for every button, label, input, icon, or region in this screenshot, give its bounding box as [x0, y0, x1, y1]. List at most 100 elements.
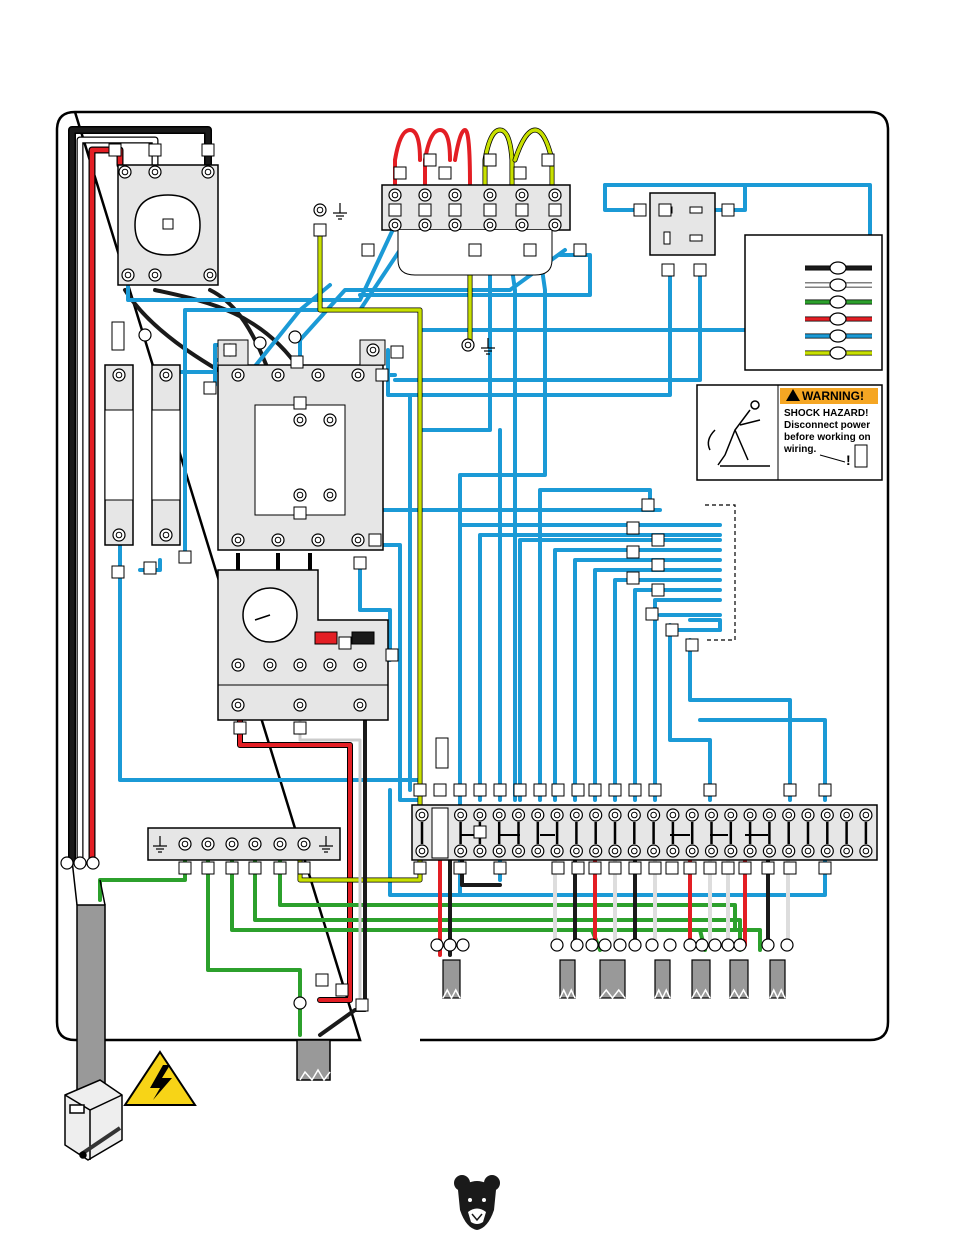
wire-tag	[819, 862, 831, 874]
wire-tag	[534, 784, 546, 796]
wire-tag	[659, 204, 671, 216]
terminal-screw-top	[551, 809, 563, 821]
wire-tag	[414, 862, 426, 874]
wire-tag	[394, 167, 406, 179]
wire-tag	[249, 862, 261, 874]
wire-tag	[386, 649, 398, 661]
wire-tag	[574, 244, 586, 256]
terminal-screw-top	[532, 809, 544, 821]
wire-tag	[646, 608, 658, 620]
wire-tag	[109, 144, 121, 156]
wire-tag	[316, 974, 328, 986]
wire-tag	[424, 154, 436, 166]
warning-line-4: wiring.	[783, 444, 816, 455]
terminal-screw-bottom	[474, 845, 486, 857]
wire-tag	[572, 862, 584, 874]
wire-tag	[179, 551, 191, 563]
wire-tag	[202, 144, 214, 156]
wire-end-marker	[444, 939, 456, 951]
terminal-screw-bottom	[648, 845, 660, 857]
cable-jacket	[443, 960, 460, 998]
wire-tag	[649, 862, 661, 874]
terminal-screw-top	[474, 809, 486, 821]
terminal-screw-top	[686, 809, 698, 821]
wire-tag	[514, 167, 526, 179]
wire-tag	[609, 862, 621, 874]
terminal-screw-top	[416, 809, 428, 821]
terminal-screw-bottom	[551, 845, 563, 857]
terminal-screw-top	[783, 809, 795, 821]
overload-stop-black	[352, 632, 374, 644]
terminal-screw-top	[648, 809, 660, 821]
terminal-screw-top	[570, 809, 582, 821]
fuse-block-1	[105, 365, 133, 545]
wire-tag	[369, 534, 381, 546]
wire-tag	[454, 784, 466, 796]
cable-jackets	[431, 939, 793, 998]
wire-end-marker	[629, 939, 641, 951]
wire-end-marker	[709, 939, 721, 951]
bear-logo-icon	[454, 1175, 500, 1230]
wire-tag	[722, 204, 734, 216]
wire-tag	[762, 862, 774, 874]
wire-tag	[224, 344, 236, 356]
terminal-screw-bottom	[667, 845, 679, 857]
wire-tag	[662, 264, 674, 276]
wire-tag	[694, 264, 706, 276]
warning-line-1: SHOCK HAZARD!	[784, 408, 868, 419]
wire-tag	[376, 369, 388, 381]
terminal-screw-bottom	[532, 845, 544, 857]
wire-tag	[524, 244, 536, 256]
wire-end-marker	[586, 939, 598, 951]
wire-color-legend	[745, 235, 882, 370]
disconnect-switch	[118, 165, 218, 285]
wire-tag	[234, 722, 246, 734]
wire-tag	[439, 167, 451, 179]
wire-tag	[314, 224, 326, 236]
wire-tag	[589, 862, 601, 874]
wire-tag	[589, 784, 601, 796]
wire-tag	[819, 784, 831, 796]
wire-tag	[298, 862, 310, 874]
wire-tag	[552, 862, 564, 874]
wire-tag	[434, 784, 446, 796]
wire-end-marker	[684, 939, 696, 951]
wire-tag	[627, 522, 639, 534]
wire-tag	[649, 784, 661, 796]
cable-jacket	[770, 960, 785, 998]
warning-title: WARNING!	[802, 389, 864, 403]
warning-line-3: before working on	[784, 432, 871, 443]
wire-tag	[149, 144, 161, 156]
warning-line-2: Disconnect power	[784, 420, 870, 431]
wire-tag	[204, 382, 216, 394]
terminal-screw-bottom	[590, 845, 602, 857]
wire-tag	[634, 204, 646, 216]
wire-end-marker	[734, 939, 746, 951]
terminal-screw-top	[513, 809, 525, 821]
overload-reset-red	[315, 632, 337, 644]
wire-end-marker	[599, 939, 611, 951]
terminal-screw-top	[667, 809, 679, 821]
wire-tag	[391, 346, 403, 358]
wire-tag	[294, 397, 306, 409]
wire-tag	[684, 862, 696, 874]
wire-tag	[484, 154, 496, 166]
svg-text:!: !	[846, 452, 851, 468]
wire-tag	[494, 784, 506, 796]
wire-end-marker	[781, 939, 793, 951]
overload-relay	[218, 553, 388, 720]
cable-jacket	[600, 960, 625, 998]
wire-tag	[666, 624, 678, 636]
wire-tag	[362, 244, 374, 256]
motor-terminal-block	[382, 185, 570, 275]
wire-tag	[627, 572, 639, 584]
terminal-screw-bottom	[628, 845, 640, 857]
wire-tag	[629, 784, 641, 796]
wire-tag	[642, 499, 654, 511]
wire-tag	[226, 862, 238, 874]
wire-tag	[294, 722, 306, 734]
wire-tag	[291, 356, 303, 368]
wire-end-marker	[646, 939, 658, 951]
wire-tag	[704, 784, 716, 796]
wire-tag	[609, 784, 621, 796]
